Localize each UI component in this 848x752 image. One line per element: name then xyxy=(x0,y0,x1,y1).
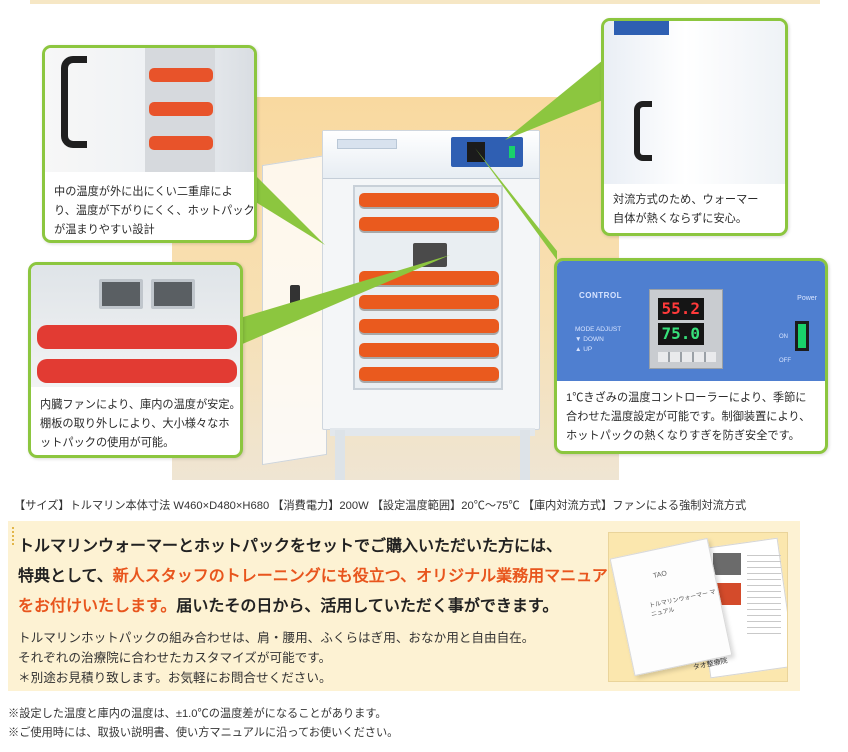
hotpack-image xyxy=(37,325,237,349)
manual-title: トルマリンウォーマー マニュアル xyxy=(648,589,717,619)
present-value-display: 55.2 xyxy=(658,298,704,320)
hotpack-image xyxy=(149,136,213,150)
cabinet-header xyxy=(323,131,539,179)
callout-line: 棚板の取り外しにより、大小様々なホ xyxy=(40,418,230,430)
stand-leg xyxy=(520,430,530,480)
manual-page-image xyxy=(713,553,741,575)
fan-closeup-image xyxy=(31,265,240,387)
callout-line: 対流方式のため、ウォーマー xyxy=(613,194,759,206)
promo-highlight: をお付けいたします。 xyxy=(18,598,177,615)
callout-line: 1℃きざみの温度コントローラーにより、季節に xyxy=(566,392,807,404)
on-label: ON xyxy=(779,334,788,340)
hotpack-shelf xyxy=(359,295,499,309)
callout-line: が温まりやすい設計 xyxy=(54,224,155,236)
callout-line: 自体が熱くならずに安心。 xyxy=(613,213,748,225)
manual-logo: TAO xyxy=(652,570,668,580)
promo-headline-line: 特典として、新人スタッフのトレーニングにも役立つ、オリジナル業務用マニュアル xyxy=(18,562,624,586)
mode-label: MODE ADJUST xyxy=(575,326,622,333)
cabinet-display xyxy=(467,142,485,162)
callout-line: ットパックの使用が可能。 xyxy=(40,437,175,449)
callout-fan: 内臓ファンにより、庫内の温度が安定。 棚板の取り外しにより、大小様々なホ ットパ… xyxy=(28,262,243,458)
blue-panel-strip xyxy=(614,21,669,35)
footnote: ※設定した温度と庫内の温度は、±1.0℃の温度差がになることがあります。 xyxy=(8,708,387,720)
warmer-cabinet-image xyxy=(322,130,540,430)
promo-highlight: 新人スタッフのトレーニングにも役立つ、オリジナル業務用マニュアル xyxy=(112,568,624,585)
hotpack-shelf xyxy=(359,319,499,333)
callout-temperature-controller: CONTROL MODE ADJUST ▼ DOWN ▲ UP 55.2 75.… xyxy=(554,258,828,454)
controller-keys xyxy=(658,352,716,362)
door-handle-icon xyxy=(61,56,87,148)
callout-double-door: 中の温度が外に出にくい二重扉によ り、温度が下がりにくく、ホットパック が温まり… xyxy=(42,45,257,243)
hotpack-shelf xyxy=(359,217,499,231)
hotpack-shelf xyxy=(359,193,499,207)
door-handle xyxy=(290,285,300,305)
callout-text: 1℃きざみの温度コントローラーにより、季節に 合わせた温度設定が可能です。制御装… xyxy=(566,389,817,446)
manual-photo: TAO トルマリンウォーマー マニュアル タオ整療院 xyxy=(608,532,788,682)
hotpack-image xyxy=(149,102,213,116)
stand-leg xyxy=(335,430,345,480)
off-label: OFF xyxy=(779,358,791,364)
fan-icon xyxy=(99,279,143,309)
callout-text: 対流方式のため、ウォーマー 自体が熱くならずに安心。 xyxy=(613,191,777,229)
footnote: ※ご使用時には、取扱い説明書、使い方マニュアルに沿ってお使いください。 xyxy=(8,727,399,739)
top-decoration xyxy=(30,0,820,4)
callout-line: 合わせた温度設定が可能です。制御装置により、 xyxy=(566,411,811,423)
on-off-labels: ON OFF xyxy=(779,325,791,373)
fan-icon xyxy=(151,279,195,309)
control-panel-label: CONTROL xyxy=(579,291,623,300)
promo-headline-line: をお付けいたします。届いたその日から、活用していただく事ができます。 xyxy=(18,592,558,616)
cabinet-power-switch xyxy=(509,146,515,158)
promo-body-line: それぞれの治療院に合わせたカスタマイズが可能です。 xyxy=(18,651,332,665)
callout-line: ホットパックの熱くなりすぎを防ぎ安全です。 xyxy=(566,430,800,442)
promo-body-line: ＊別途お見積り致します。お気軽にお問合せください。 xyxy=(18,671,332,685)
controller-closeup-image: CONTROL MODE ADJUST ▼ DOWN ▲ UP 55.2 75.… xyxy=(557,261,825,381)
mode-label: ▲ UP xyxy=(575,346,593,353)
callout-text: 中の温度が外に出にくい二重扉によ り、温度が下がりにくく、ホットパック が温まり… xyxy=(54,183,255,240)
warmer-chamber xyxy=(353,185,503,390)
callout-line: 内臓ファンにより、庫内の温度が安定。 xyxy=(40,399,241,411)
power-label: Power xyxy=(797,295,817,302)
set-value-display: 75.0 xyxy=(658,323,704,345)
mode-labels: MODE ADJUST ▼ DOWN ▲ UP xyxy=(575,325,621,355)
hotpack-image xyxy=(149,68,213,82)
stand-top xyxy=(330,428,535,436)
cabinet-nameplate xyxy=(337,139,397,149)
mode-label: ▼ DOWN xyxy=(575,336,604,343)
manual-page-text xyxy=(747,555,781,635)
double-door-closeup-image xyxy=(45,48,254,172)
dotted-accent xyxy=(12,527,14,545)
hotpack-shelf xyxy=(359,367,499,381)
promo-text: 届いたその日から、活用していただく事ができます。 xyxy=(176,598,559,615)
callout-line: 中の温度が外に出にくい二重扉によ xyxy=(54,186,233,198)
cabinet-control-panel xyxy=(451,137,523,167)
callout-text: 内臓ファンにより、庫内の温度が安定。 棚板の取り外しにより、大小様々なホ ットパ… xyxy=(40,396,241,453)
callout-convection: 対流方式のため、ウォーマー 自体が熱くならずに安心。 xyxy=(601,18,788,236)
product-spec-line: 【サイズ】トルマリン本体寸法 W460×D480×H680 【消費電力】200W… xyxy=(14,500,747,512)
hotpack-shelf xyxy=(359,343,499,357)
cabinet-side-closeup-image xyxy=(604,21,785,184)
power-switch-icon xyxy=(795,321,809,351)
temperature-controller: 55.2 75.0 xyxy=(649,289,723,369)
hotpack-image xyxy=(37,359,237,383)
door-handle-icon xyxy=(634,101,652,161)
promo-text: 特典として、 xyxy=(18,568,113,585)
callout-line: り、温度が下がりにくく、ホットパック xyxy=(54,205,255,217)
promo-body-line: トルマリンホットパックの組み合わせは、肩・腰用、ふくらはぎ用、おなか用と自由自在… xyxy=(18,631,535,645)
promo-headline-line: トルマリンウォーマーとホットパックをセットでご購入いただいた方には、 xyxy=(18,538,563,555)
